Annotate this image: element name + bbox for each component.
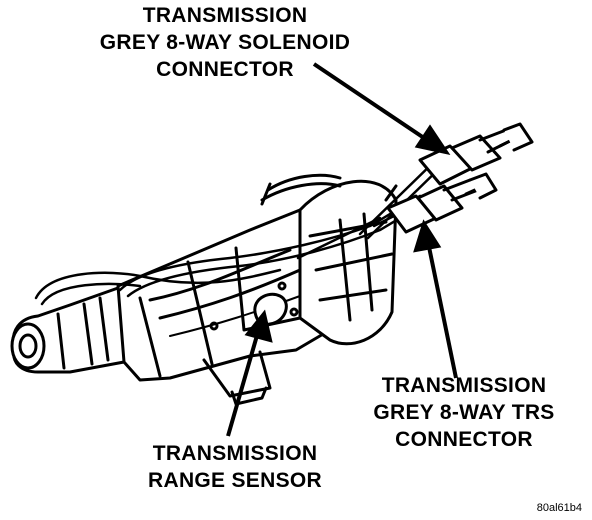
output-shaft-housing — [10, 286, 152, 374]
trs-leader-arrow — [413, 219, 458, 379]
solenoid-connector — [418, 122, 534, 186]
label-line: CONNECTOR — [156, 58, 294, 81]
label-line: GREY 8-WAY TRS — [373, 401, 555, 424]
range-sensor-leader-arrow — [226, 309, 273, 437]
label-line: TRANSMISSION — [152, 442, 318, 465]
range-sensor-label: TRANSMISSION RANGE SENSOR — [120, 440, 350, 494]
solenoid-connector-label: TRANSMISSION GREY 8-WAY SOLENOID CONNECT… — [60, 2, 390, 83]
trs-connector-label: TRANSMISSION GREY 8-WAY TRS CONNECTOR — [340, 372, 588, 453]
label-line: GREY 8-WAY SOLENOID — [99, 31, 351, 54]
label-line: TRANSMISSION — [142, 4, 308, 27]
wiring-harness — [34, 154, 448, 306]
label-line: CONNECTOR — [395, 428, 533, 451]
label-line: TRANSMISSION — [381, 374, 547, 397]
figure-code: 80al61b4 — [536, 502, 582, 514]
label-line: RANGE SENSOR — [148, 469, 322, 492]
trs-connector — [386, 172, 498, 234]
solenoid-leader-arrow — [312, 62, 451, 155]
